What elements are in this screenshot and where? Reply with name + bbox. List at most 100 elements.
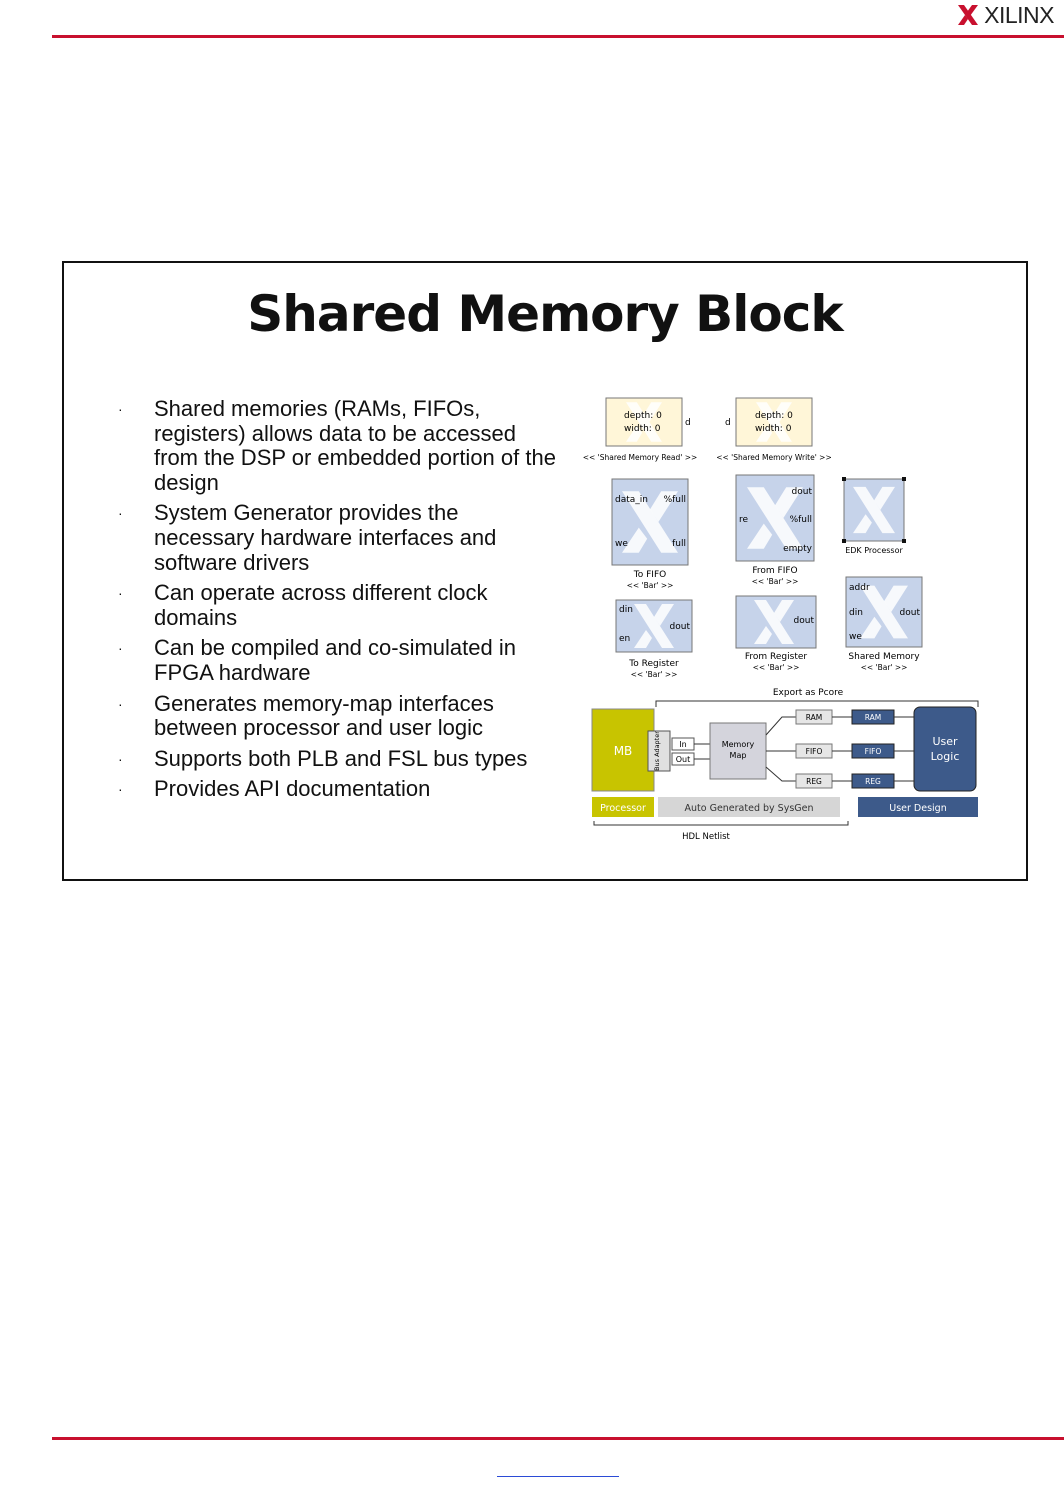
auto-fifo-label: FIFO: [806, 747, 823, 756]
legend-auto-generated: Auto Generated by SysGen: [658, 797, 840, 817]
bullet-marker: ·: [118, 505, 123, 522]
shared-memory-port-we: we: [849, 632, 862, 642]
bullet-text: Shared memories (RAMs, FIFOs, registers)…: [154, 396, 556, 495]
to-register-port-din: din: [619, 605, 633, 615]
to-register-port-en: en: [619, 634, 630, 644]
from-fifo-port-pfull: %full: [790, 515, 812, 525]
from-fifo-caption: From FIFO: [752, 566, 797, 576]
bullet-text: Generates memory-map interfaces between …: [154, 690, 494, 741]
bullet-item: ·Shared memories (RAMs, FIFOs, registers…: [118, 396, 558, 495]
bus-adapter-label: Bus Adapter: [653, 731, 661, 771]
write-caption: << 'Shared Memory Write' >>: [716, 453, 832, 462]
legend-user-design: User Design: [858, 797, 978, 817]
slide-frame: Shared Memory Block · Shared memories (RA…: [62, 261, 1028, 881]
bullet-item: · Provides API documentation: [118, 777, 558, 802]
auto-fifo-box: FIFO: [795, 743, 833, 759]
mb-label: MB: [614, 744, 633, 758]
edk-processor-block: EDK Processor: [842, 477, 906, 555]
auto-ram-label: RAM: [806, 713, 823, 722]
auto-reg-label: REG: [806, 777, 822, 786]
user-fifo-label: FIFO: [865, 747, 882, 756]
write-width-label: width: 0: [755, 424, 792, 434]
export-pcore-label: Export as Pcore: [773, 688, 844, 698]
read-width-label: width: 0: [624, 424, 661, 434]
in-port-box: In: [671, 737, 695, 751]
bullet-marker: ·: [118, 695, 123, 712]
bullet-marker: ·: [118, 585, 123, 602]
read-depth-label: depth: 0: [624, 411, 662, 421]
shared-memory-write-block: d depth: 0 width: 0 << 'Shared Memory Wr…: [716, 397, 832, 462]
brand-name: XILINX: [984, 1, 1054, 28]
bullet-item: · Can be compiled and co-simulated in FPG…: [118, 636, 558, 685]
legend-user-label: User Design: [889, 803, 946, 814]
to-register-caption: To Register: [628, 659, 679, 669]
shared-memory-port-dout: dout: [900, 608, 921, 618]
hdl-netlist-label: HDL Netlist: [682, 832, 730, 842]
read-port-d: d: [685, 418, 691, 428]
user-reg-box: REG: [851, 773, 895, 789]
to-fifo-caption-bar: << 'Bar' >>: [627, 581, 674, 590]
write-port-d: d: [725, 418, 731, 428]
footer-rule: [52, 1437, 1064, 1440]
header-rule: [52, 35, 1064, 38]
shared-memory-block: addr din we dout Shared Memory << 'Bar' …: [845, 576, 923, 672]
user-reg-label: REG: [865, 777, 881, 786]
user-logic-label-2: Logic: [931, 750, 960, 763]
from-fifo-block: re dout %full empty From FIFO << 'Bar' >…: [735, 474, 815, 586]
from-fifo-port-re: re: [739, 515, 749, 525]
to-fifo-caption: To FIFO: [633, 570, 666, 580]
bullet-item: · Supports both PLB and FSL bus types: [118, 745, 558, 772]
bullet-list: · Shared memories (RAMs, FIFOs, registers…: [118, 396, 558, 808]
bullet-marker: ·: [118, 750, 123, 767]
user-logic-box: User Logic: [913, 706, 977, 792]
mb-processor-box: MB: [591, 708, 655, 792]
to-fifo-block: data_in we %full full To FIFO << 'Bar' >…: [611, 478, 689, 590]
user-logic-label-1: User: [932, 735, 958, 748]
auto-reg-box: REG: [795, 773, 833, 789]
bullet-text: Can be compiled and co-simulated in FPGA…: [154, 635, 516, 685]
shared-memory-caption: Shared Memory: [848, 652, 920, 662]
to-fifo-port-pfull: %full: [664, 495, 686, 505]
bullet-text: System Generator provides the necessary …: [154, 500, 497, 575]
memory-map-label-1: Memory: [722, 740, 755, 749]
user-fifo-box: FIFO: [851, 743, 895, 759]
bullet-marker: ·: [118, 640, 123, 657]
shared-memory-read-block: depth: 0 width: 0 d << 'Shared Memory Re…: [583, 397, 698, 462]
shared-memory-port-addr: addr: [849, 583, 870, 593]
edk-processor-caption: EDK Processor: [845, 546, 903, 555]
from-register-block: dout From Register << 'Bar' >>: [735, 595, 817, 672]
shared-memory-caption-bar: << 'Bar' >>: [861, 663, 908, 672]
from-register-caption-bar: << 'Bar' >>: [753, 663, 800, 672]
memory-map-label-2: Map: [730, 751, 747, 760]
from-fifo-port-dout: dout: [792, 487, 813, 497]
user-ram-label: RAM: [865, 713, 882, 722]
bullet-item: · Can operate across different clock doma…: [118, 580, 558, 630]
in-label: In: [679, 740, 686, 749]
legend-processor-label: Processor: [600, 803, 646, 814]
write-depth-label: depth: 0: [755, 411, 793, 421]
to-register-block: din en dout To Register << 'Bar' >>: [615, 599, 693, 679]
user-ram-box: RAM: [851, 709, 895, 725]
from-register-caption: From Register: [745, 652, 808, 662]
footer-link-underline[interactable]: [497, 1462, 619, 1477]
bullet-marker: ·: [118, 781, 123, 798]
slide-title: Shared Memory Block: [247, 285, 843, 343]
xilinx-logo: XILINX: [956, 2, 1054, 28]
bullet-text: Supports both PLB and FSL bus types: [154, 745, 528, 771]
to-register-port-dout: dout: [670, 622, 691, 632]
bullet-item: · Generates memory-map interfaces between…: [118, 690, 558, 741]
bus-adapter-box: Bus Adapter: [647, 730, 671, 772]
bullet-item: · System Generator provides the necessary…: [118, 501, 558, 575]
to-fifo-port-data-in: data_in: [615, 495, 648, 505]
bullet-text: Can operate across different clock domai…: [154, 580, 488, 630]
out-port-box: Out: [671, 752, 695, 766]
shared-memory-port-din: din: [849, 608, 863, 618]
legend-auto-label: Auto Generated by SysGen: [685, 803, 814, 814]
block-library-figure: depth: 0 width: 0 d << 'Shared Memory Re…: [583, 397, 923, 679]
bullet-text: Provides API documentation: [154, 776, 431, 802]
auto-ram-box: RAM: [795, 709, 833, 725]
to-register-caption-bar: << 'Bar' >>: [631, 670, 678, 679]
to-fifo-port-full: full: [672, 539, 686, 549]
read-caption: << 'Shared Memory Read' >>: [583, 453, 698, 462]
from-fifo-caption-bar: << 'Bar' >>: [752, 577, 799, 586]
